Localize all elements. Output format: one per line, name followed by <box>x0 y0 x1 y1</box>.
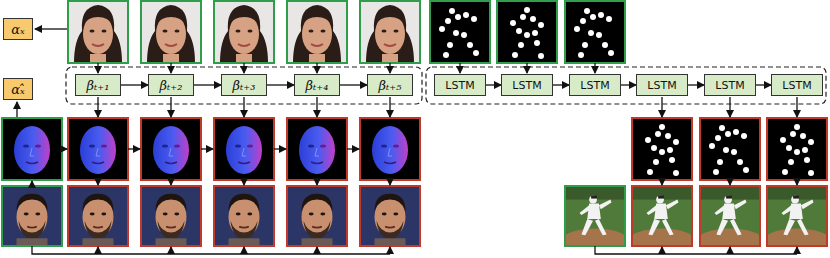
node-label: LSTM <box>647 79 676 92</box>
node-label: αₓ̂ <box>11 82 24 97</box>
lstm-cell: LSTM <box>501 74 553 96</box>
lstm-cell: LSTM <box>569 74 621 96</box>
node-label: αₓ <box>11 22 24 37</box>
node-label: LSTM <box>715 79 744 92</box>
sequence-arrow <box>340 84 367 85</box>
sequence-arrow <box>267 84 294 85</box>
sequence-arrow <box>121 84 148 85</box>
input-poses <box>430 1 625 63</box>
sequence-arrow <box>621 84 636 85</box>
sequence-arrow <box>688 84 704 85</box>
node-label: βₜ₊₂ <box>160 78 183 93</box>
flow-arrows <box>17 29 797 254</box>
parameter-box: αₓ̂ <box>3 78 33 100</box>
transform-box: βₜ₊₅ <box>367 74 413 96</box>
output-faces <box>2 186 420 246</box>
node-label: LSTM <box>512 79 541 92</box>
node-label: LSTM <box>580 79 609 92</box>
node-label: βₜ₊₃ <box>233 78 256 93</box>
node-label: LSTM <box>445 79 474 92</box>
node-label: βₜ₊₁ <box>87 78 110 93</box>
transform-box: βₜ₊₃ <box>221 74 267 96</box>
predicted-poses <box>632 118 827 180</box>
sequence-arrow <box>194 84 221 85</box>
pitcher-frames <box>562 186 830 252</box>
node-label: βₜ₊₅ <box>379 78 402 93</box>
input-faces <box>68 1 420 63</box>
lstm-cell: LSTM <box>704 74 756 96</box>
skip-lines <box>32 246 797 254</box>
node-label: LSTM <box>782 79 811 92</box>
sequence-arrow <box>553 84 569 85</box>
transform-box: βₜ₊₂ <box>148 74 194 96</box>
lstm-cell: LSTM <box>434 74 486 96</box>
parameter-box: αₓ <box>3 18 33 40</box>
sequence-arrow <box>486 84 501 85</box>
lstm-cell: LSTM <box>636 74 688 96</box>
node-label: βₜ₊₄ <box>306 78 329 93</box>
transform-box: βₜ₊₁ <box>75 74 121 96</box>
face-meshes <box>2 118 420 180</box>
lstm-cell: LSTM <box>771 74 823 96</box>
dashed-group <box>426 67 826 104</box>
sequence-arrow <box>756 84 771 85</box>
transform-box: βₜ₊₄ <box>294 74 340 96</box>
